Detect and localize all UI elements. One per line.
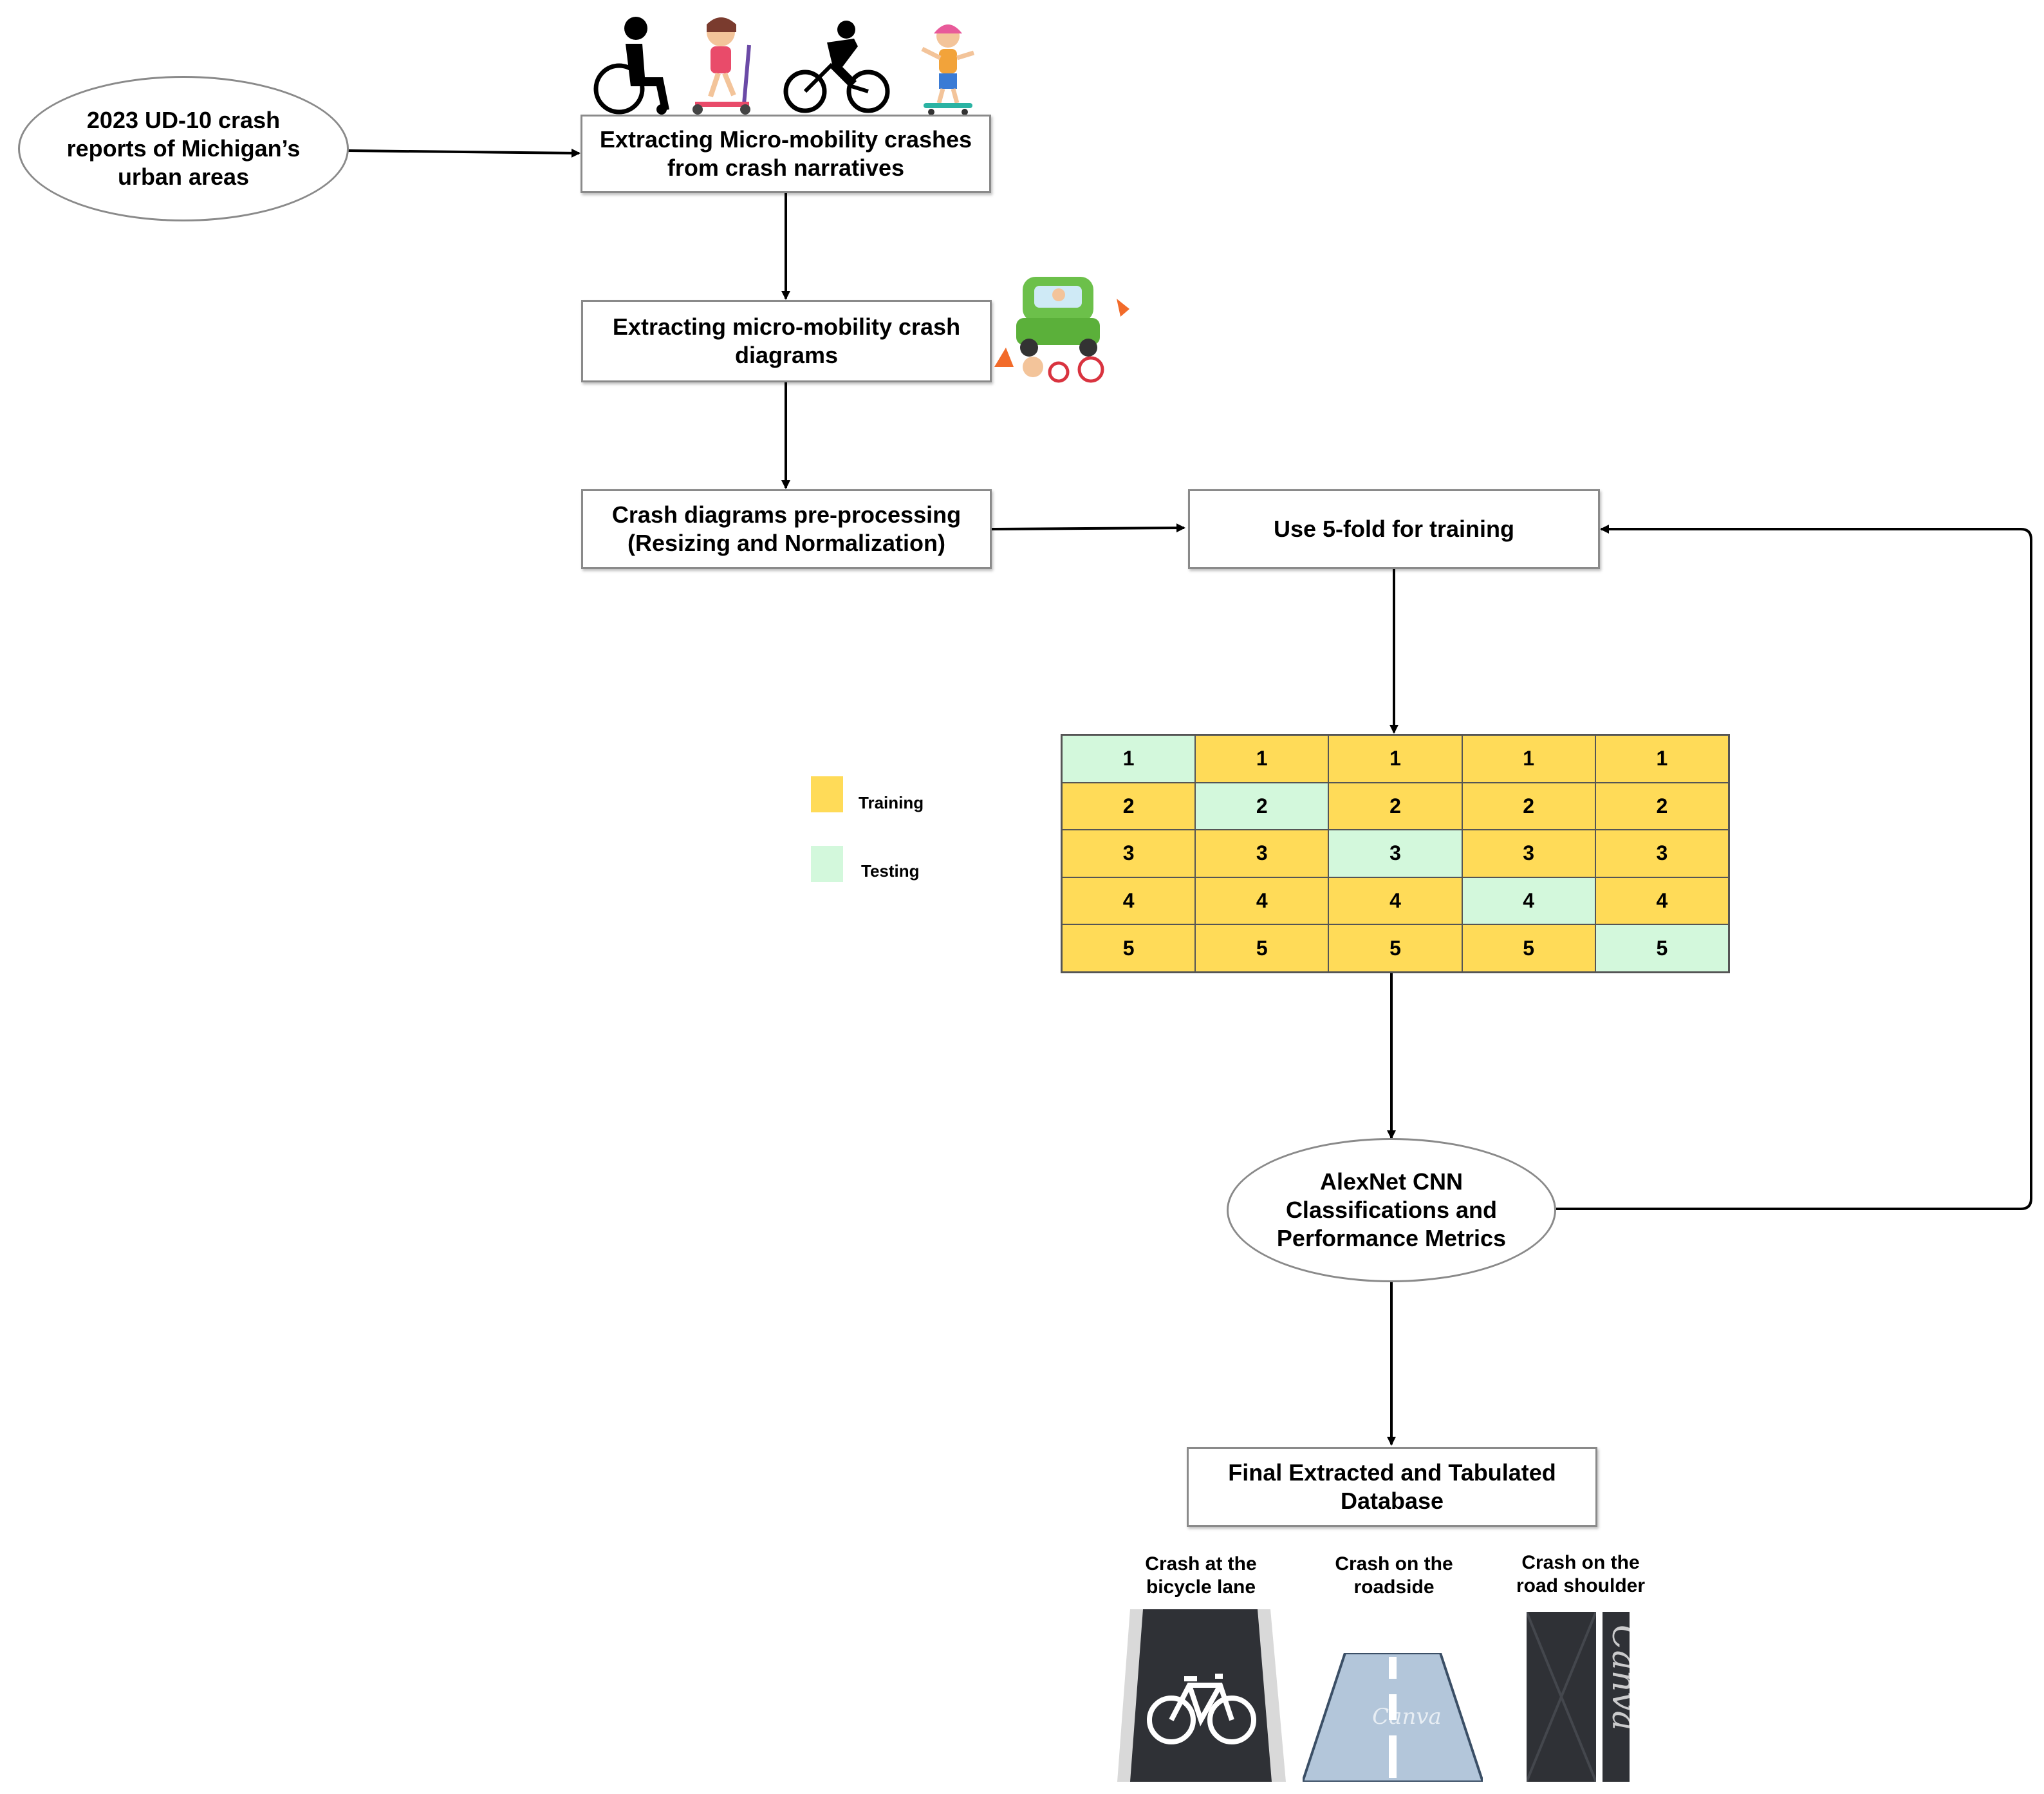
road-shoulder-icon: Canva [1527,1612,1630,1782]
database-box: Final Extracted and Tabulated Database [1187,1447,1597,1527]
fold-cell-training: 3 [1595,830,1729,877]
fold-cell-testing: 5 [1595,924,1729,972]
source-data-ellipse: 2023 UD-10 crash reports of Michigan’s u… [18,76,349,221]
bicycle-lane-icon [1117,1609,1286,1782]
fold-cell-training: 5 [1328,924,1462,972]
arrow-source-to-extract [347,148,581,158]
fold-cell-training: 1 [1462,735,1595,783]
fold-cell-training: 2 [1062,782,1196,830]
child-skateboard-icon [921,24,975,115]
testing-legend-label: Testing [861,861,920,881]
fold-cell-testing: 1 [1062,735,1196,783]
fold-cell-training: 4 [1195,877,1329,925]
kfold-box: Use 5-fold for training [1188,489,1600,569]
road-label-road-shoulder: Crash on the road shoulder [1516,1552,1646,1596]
extract-diagrams-box: Extracting micro-mobility crash diagrams [581,300,992,382]
fold-cell-training: 2 [1462,782,1595,830]
road-label-roadside: Crash on the roadside [1335,1553,1453,1598]
feedback-loop-arrow [1556,525,2032,1210]
shoulder-watermark: Canva [1604,1625,1630,1731]
training-legend-swatch [811,776,843,812]
fold-cell-training: 1 [1328,735,1462,783]
fold-cell-training: 1 [1595,735,1729,783]
fold-cell-training: 3 [1062,830,1196,877]
fold-cell-training: 5 [1462,924,1595,972]
fold-cell-training: 3 [1462,830,1595,877]
preprocess-box: Crash diagrams pre-processing (Resizing … [581,489,992,569]
cnn-ellipse: AlexNet CNN Classifications and Performa… [1227,1138,1556,1282]
fold-cell-training: 4 [1062,877,1196,925]
wheelchair-user-icon [593,17,669,115]
fold-cell-testing: 3 [1328,830,1462,877]
fold-cell-training: 1 [1195,735,1329,783]
fold-cell-testing: 2 [1195,782,1329,830]
road-label-bicycle-lane: Crash at the bicycle lane [1145,1553,1257,1598]
fold-cell-training: 2 [1328,782,1462,830]
roadside-watermark: Canva [1372,1704,1442,1730]
car-crash-icon [994,277,1129,383]
fold-cell-training: 4 [1595,877,1729,925]
roadside-icon: Canva [1303,1653,1483,1782]
fold-cell-training: 4 [1328,877,1462,925]
training-legend-label: Training [859,793,924,812]
testing-legend-swatch [811,846,843,882]
arrow-preprocess-to-kfold [991,523,1185,533]
fold-cell-training: 3 [1195,830,1329,877]
fold-cell-training: 2 [1595,782,1729,830]
child-scooter-icon [692,17,751,115]
extract-crashes-box: Extracting Micro-mobility crashes from c… [581,115,991,193]
cyclist-icon [783,21,890,113]
fold-cell-training: 5 [1062,924,1196,972]
fold-cell-training: 5 [1195,924,1329,972]
fold-cell-testing: 4 [1462,877,1595,925]
